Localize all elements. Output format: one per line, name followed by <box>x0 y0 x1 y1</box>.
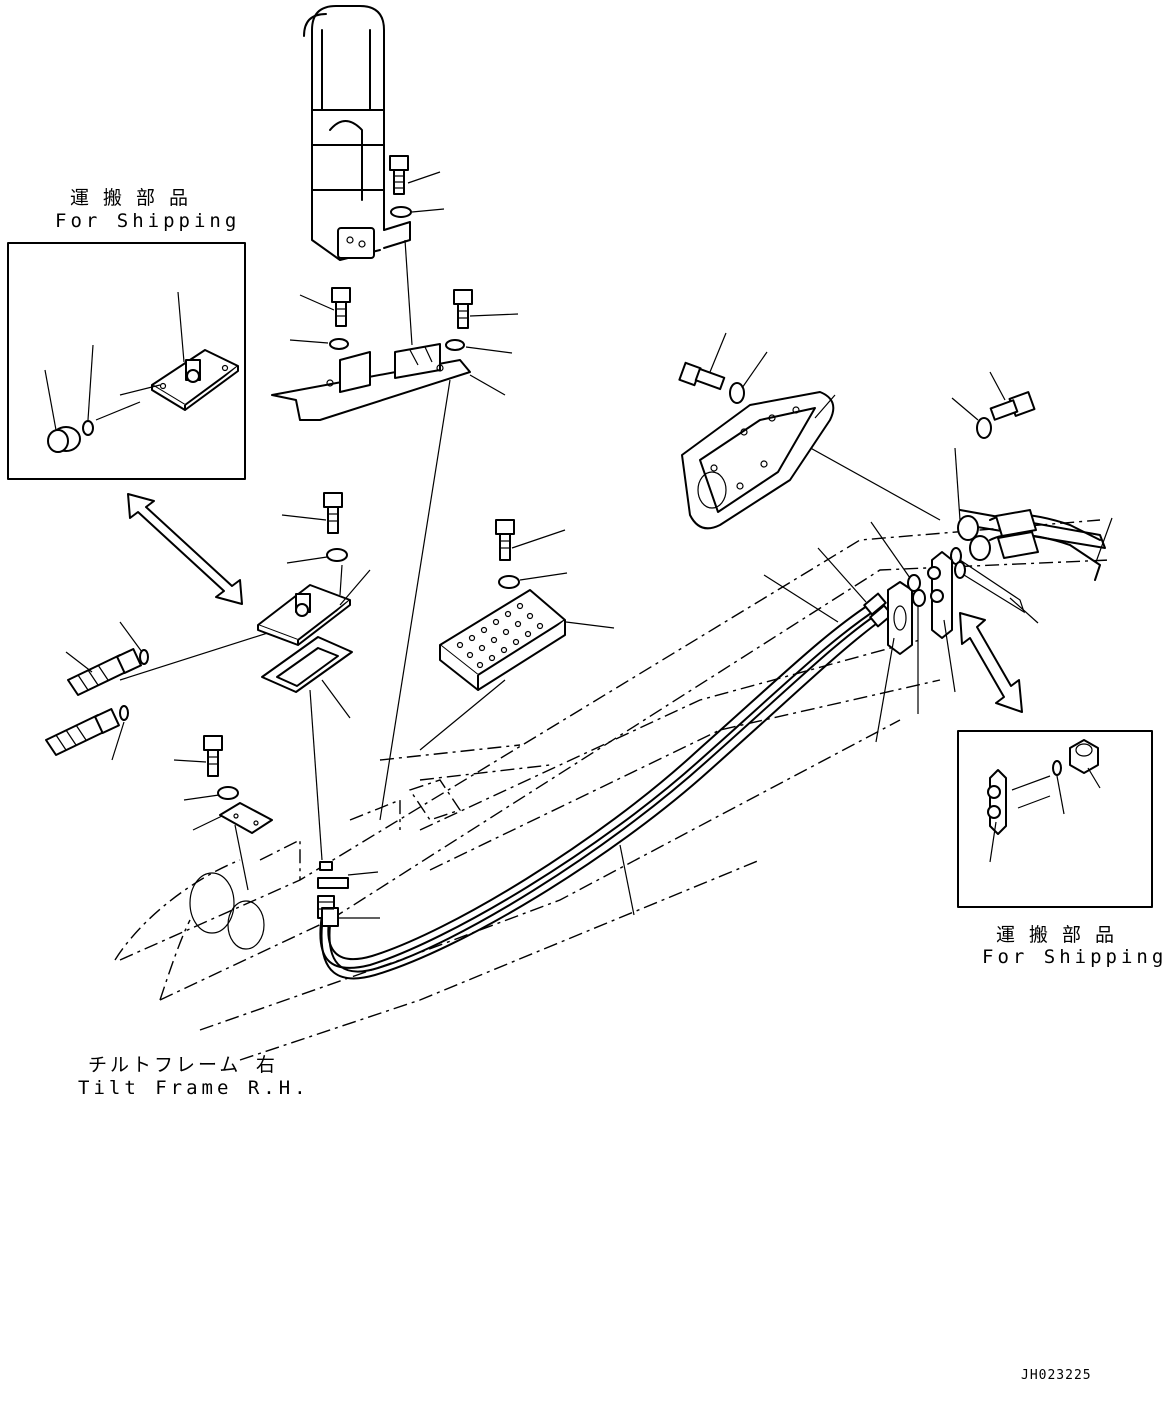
hose-connection-right <box>950 509 1113 624</box>
cover-plate <box>173 735 273 834</box>
step-plate <box>439 519 615 691</box>
tilt-frame-outline <box>114 519 1111 1061</box>
tilt-frame-label-en: Tilt Frame R.H. <box>78 1077 310 1099</box>
flange-assembly <box>870 521 956 743</box>
bolt-bracket-left <box>289 287 351 350</box>
bolt-hose-cover <box>678 332 768 404</box>
hose-cover <box>681 391 836 530</box>
bolt-handrail <box>389 155 445 218</box>
shipping-box-right <box>957 730 1153 908</box>
shipping-right-label-en: For Shipping <box>982 946 1163 968</box>
shipping-arrow-right <box>959 612 1023 713</box>
bolt-right-upper <box>951 371 1036 439</box>
shipping-left-label-jp: 運搬部品 <box>70 187 203 209</box>
tilt-frame-label-jp: チルトフレーム 右 <box>88 1054 278 1076</box>
drawing-code: JH023225 <box>1021 1368 1092 1383</box>
hydraulic-hoses <box>317 547 893 980</box>
shipping-left-label-en: For Shipping <box>55 210 241 232</box>
hose-fittings-left <box>45 621 149 761</box>
handrail <box>303 5 411 261</box>
upper-bracket <box>271 343 506 421</box>
shipping-right-label-jp: 運搬部品 <box>996 924 1129 946</box>
valve-plate-left <box>257 492 371 719</box>
step-holes <box>456 602 544 669</box>
shipping-box-left <box>7 242 246 480</box>
bolt-bracket-right <box>445 289 519 354</box>
frame-fittings <box>317 861 380 919</box>
shipping-arrow-left <box>127 493 243 605</box>
